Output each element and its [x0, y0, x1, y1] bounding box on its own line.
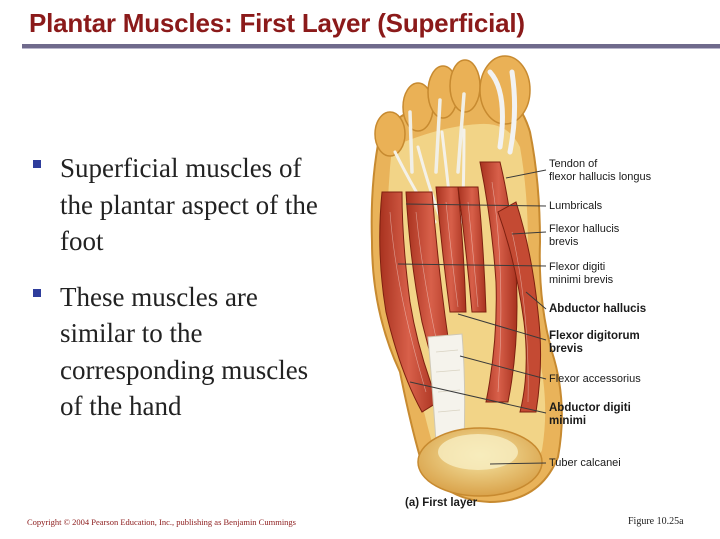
- title-divider: [22, 44, 720, 48]
- copyright-notice: Copyright © 2004 Pearson Education, Inc.…: [27, 517, 296, 527]
- bullet-text: Superficial muscles of the plantar aspec…: [60, 153, 318, 256]
- toes: [374, 55, 531, 174]
- foot-illustration: [370, 55, 563, 504]
- label-tuber-calcanei: Tuber calcanei: [549, 457, 621, 469]
- label-flexor-accessorius: Flexor accessorius: [549, 373, 641, 385]
- bullet-item: Superficial muscles of the plantar aspec…: [30, 150, 330, 260]
- plantar-muscles: [379, 161, 542, 413]
- square-bullet-icon: [33, 288, 41, 297]
- bullet-text: These muscles are similar to the corresp…: [60, 281, 309, 422]
- bullet-item: These muscles are similar to the corresp…: [30, 279, 330, 425]
- bullet-list: Superficial muscles of the plantar aspec…: [30, 150, 330, 444]
- figure-caption: (a) First layer: [405, 497, 478, 509]
- heel: [417, 427, 543, 497]
- label-abductor-hallucis: Abductor hallucis: [549, 303, 647, 315]
- label-lumbricals: Lumbricals: [549, 200, 603, 212]
- title-divider-shadow: [22, 48, 720, 49]
- square-bullet-icon: [33, 160, 41, 168]
- figure-number: Figure 10.25a: [628, 516, 684, 527]
- leader-lines: [397, 169, 547, 465]
- slide-title: Plantar Muscles: First Layer (Superficia…: [29, 8, 525, 38]
